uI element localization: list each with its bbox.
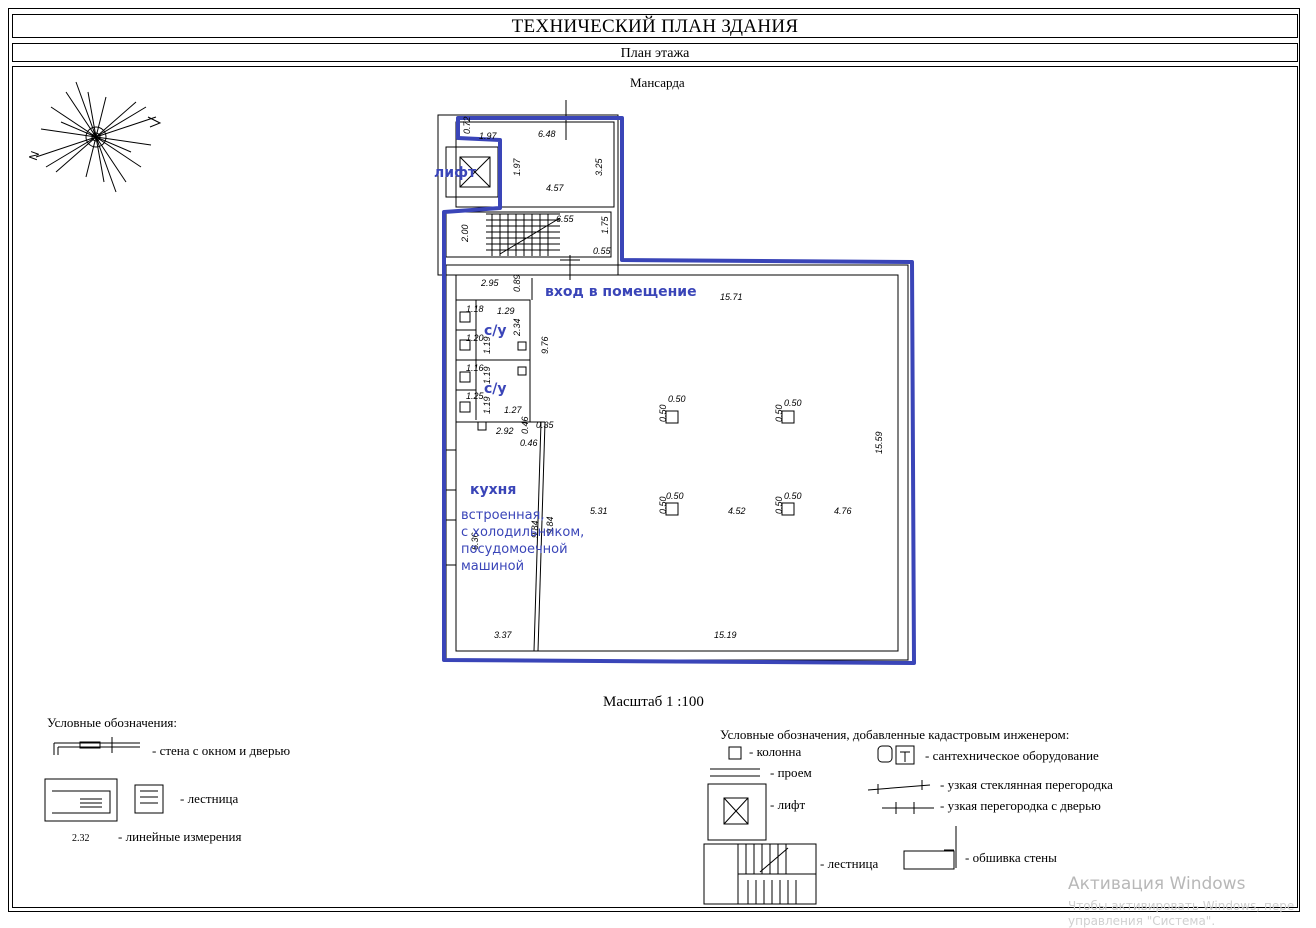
sanitary-symbol-icon bbox=[877, 745, 915, 765]
stairs-symbol-right-icon bbox=[703, 843, 817, 905]
compass-rose-icon bbox=[35, 81, 162, 193]
legend-cladding: - обшивка стены bbox=[965, 850, 1057, 865]
dim-label: 0.50 bbox=[774, 404, 784, 422]
building-walls bbox=[437, 100, 909, 661]
dim-label: 1.75 bbox=[600, 215, 610, 234]
dim-label: 1.18 bbox=[466, 304, 484, 314]
dimension-labels: 0.72 1.97 6.48 1.97 3.25 4.57 6.55 2.00 … bbox=[460, 116, 884, 640]
dim-label: 4.57 bbox=[546, 183, 565, 193]
dim-label: 1.97 bbox=[479, 131, 498, 141]
legend-left-title: Условные обозначения: bbox=[47, 715, 178, 730]
dim-label: 6.48 bbox=[538, 129, 556, 139]
legend-wall: - стена с окном и дверью bbox=[152, 743, 291, 758]
dim-label: 0.50 bbox=[784, 398, 802, 408]
dim-label: 1.27 bbox=[504, 405, 523, 415]
dim-label: 1.16 bbox=[466, 363, 484, 373]
dim-label: 4.76 bbox=[834, 506, 852, 516]
dim-label: 0.50 bbox=[668, 394, 686, 404]
dim-label: 0.89 bbox=[512, 274, 522, 292]
floor-name: Мансарда bbox=[630, 75, 685, 90]
dim-label: 15.71 bbox=[720, 292, 743, 302]
outer-frame bbox=[8, 8, 1300, 912]
entrance-label: вход в помещение bbox=[545, 284, 697, 300]
dim-label: 0.46 bbox=[520, 438, 538, 448]
dim-label: 9.76 bbox=[540, 336, 550, 354]
drawing-frame bbox=[12, 66, 1298, 908]
dim-label: 1.97 bbox=[512, 157, 522, 176]
dim-label: 9.84 bbox=[545, 516, 555, 534]
legend-linear: - линейные измерения bbox=[118, 829, 242, 844]
legend-stairs-left: - лестница bbox=[180, 791, 239, 806]
dim-label: 0.50 bbox=[666, 491, 684, 501]
legend-door-partition: - узкая перегородка с дверью bbox=[940, 798, 1101, 813]
page-title: ТЕХНИЧЕСКИЙ ПЛАН ЗДАНИЯ bbox=[12, 14, 1298, 38]
dim-label: 3.37 bbox=[494, 630, 513, 640]
lift-label: лифт bbox=[434, 165, 477, 181]
dim-label: 5.31 bbox=[590, 506, 608, 516]
scale-label: Масштаб 1 :100 bbox=[603, 694, 704, 710]
glass-partition-symbol-icon bbox=[867, 780, 931, 794]
legend-sanitary: - сантехническое оборудование bbox=[925, 748, 1099, 763]
dim-label: 0.50 bbox=[784, 491, 802, 501]
dim-label: 2.34 bbox=[512, 318, 522, 337]
dim-label: 15.19 bbox=[714, 630, 737, 640]
dim-label: 1.25 bbox=[466, 391, 485, 401]
legend-lift: - лифт bbox=[770, 797, 806, 812]
dim-label: 2.00 bbox=[460, 224, 470, 243]
dim-label: 1.19 bbox=[482, 336, 492, 354]
dim-label: 9.84 bbox=[530, 520, 540, 538]
kitchen-note: встроенная, с холодильником, посудомоечн… bbox=[461, 508, 585, 574]
lift-symbol-icon bbox=[707, 783, 767, 841]
dim-label: 1.29 bbox=[497, 306, 515, 316]
dim-label: 1.19 bbox=[482, 396, 492, 414]
legend-right-title: Условные обозначения, добавленные кадаст… bbox=[720, 727, 1070, 742]
wc-label-2: с/у bbox=[484, 381, 507, 397]
dim-label: 3.25 bbox=[594, 157, 604, 176]
dim-label: 2.92 bbox=[495, 426, 514, 436]
dim-label: 0.46 bbox=[520, 416, 530, 434]
dim-label: 15.59 bbox=[874, 431, 884, 454]
opening-symbol-icon bbox=[710, 768, 760, 777]
kitchen-label: кухня bbox=[470, 482, 517, 498]
windows-activation-line3: управления "Система". bbox=[1068, 914, 1216, 928]
legend-column: - колонна bbox=[749, 744, 802, 759]
door-partition-symbol-icon bbox=[882, 802, 934, 814]
dim-label: 0.50 bbox=[658, 404, 668, 422]
dim-label: 0.35 bbox=[536, 420, 555, 430]
dim-label: 4.52 bbox=[728, 506, 746, 516]
dim-label: 0.55 bbox=[593, 246, 612, 256]
dim-label: 0.72 bbox=[462, 116, 472, 134]
dim-label: 1.20 bbox=[466, 333, 484, 343]
legend-glass-partition: - узкая стеклянная перегородка bbox=[940, 777, 1113, 792]
column-symbol-icon bbox=[728, 746, 742, 760]
dim-label: 0.50 bbox=[774, 496, 784, 514]
dim-label: 2.95 bbox=[480, 278, 500, 288]
dim-label: 0.50 bbox=[658, 496, 668, 514]
wc-label-1: с/у bbox=[484, 323, 507, 339]
dim-label: 6.55 bbox=[556, 214, 575, 224]
legend-sample-dim: 2.32 bbox=[72, 833, 90, 844]
legend-right-icons bbox=[703, 745, 957, 905]
legend-left-icons bbox=[44, 737, 164, 822]
compass-letter: N bbox=[26, 149, 42, 162]
windows-activation-line2: Чтобы активировать Windows, пере bbox=[1068, 899, 1295, 913]
dim-label: 1.19 bbox=[482, 366, 492, 384]
highlighted-boundary bbox=[442, 116, 916, 665]
legend-opening: - проем bbox=[770, 765, 812, 780]
page-subtitle: План этажа bbox=[12, 43, 1298, 62]
dim-label: 6.36 bbox=[470, 532, 480, 550]
wall-symbol-icon bbox=[53, 737, 140, 755]
stairs-symbol-icon bbox=[44, 778, 164, 822]
legend-stairs-right: - лестница bbox=[820, 856, 879, 871]
windows-activation-title: Активация Windows bbox=[1068, 874, 1246, 894]
cladding-symbol-icon bbox=[903, 826, 957, 870]
